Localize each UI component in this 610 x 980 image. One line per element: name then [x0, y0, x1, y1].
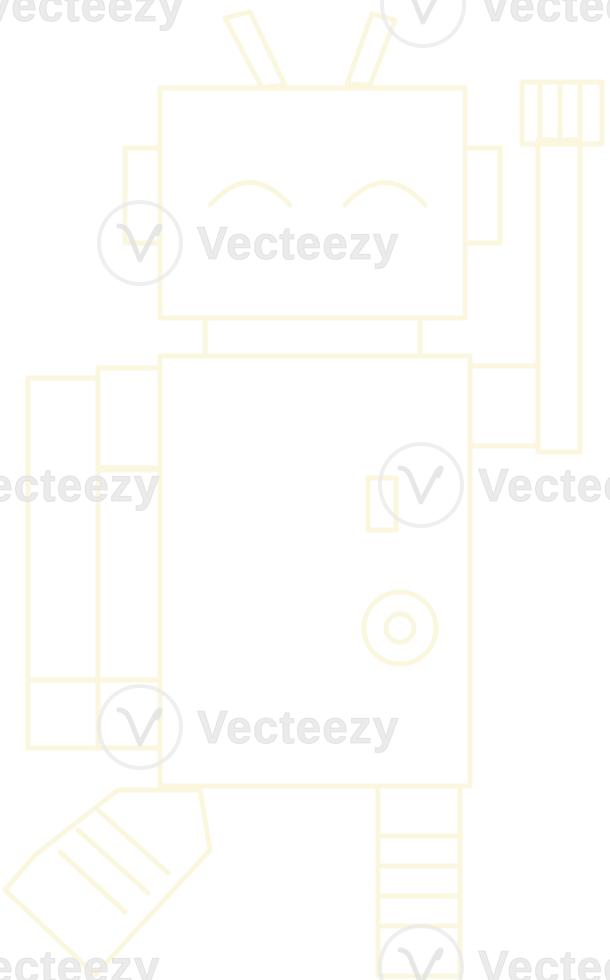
watermark-text: Vecteezy: [196, 701, 400, 754]
watermark-text: Vecteezy: [0, 0, 185, 32]
watermark-text: Vecteezy: [196, 217, 400, 270]
vecteezy-logo-icon: [378, 924, 464, 980]
watermark-row: Vecteezy: [380, 0, 610, 50]
vecteezy-logo-icon: [97, 200, 183, 286]
vecteezy-logo-icon: [380, 0, 466, 48]
watermark-text: Vecteezy: [0, 459, 161, 512]
watermark-row: Vecteezy: [378, 440, 610, 530]
watermark-text: Vecteezy: [477, 941, 610, 980]
watermark-row: Vecteezy: [97, 198, 399, 288]
watermark-row: Vecteezy: [97, 682, 399, 772]
watermark-row: Vecteezy: [0, 922, 160, 980]
vecteezy-logo-icon: [97, 684, 183, 770]
watermark-text: Vecteezy: [479, 0, 610, 32]
watermark-row: Vecteezy: [378, 922, 610, 980]
watermark-text: Vecteezy: [477, 459, 610, 512]
robot-right-arm: [467, 79, 605, 455]
watermark-row: Vecteezy: [0, 0, 184, 50]
robot-left-leg: [2, 787, 213, 978]
watermark-row: Vecteezy: [0, 440, 160, 530]
vecteezy-logo-icon: [378, 442, 464, 528]
robot-antennae: [222, 9, 398, 91]
watermark-text: Vecteezy: [0, 941, 161, 980]
